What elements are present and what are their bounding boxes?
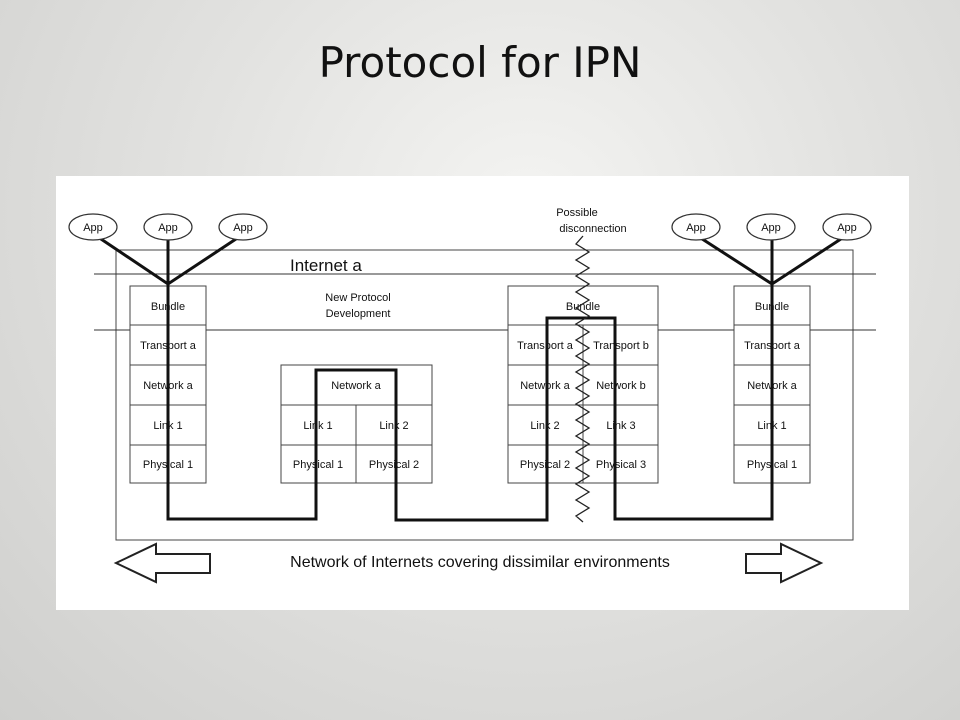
gateway-transport-b-label: Transport b — [593, 340, 649, 352]
page-title: Protocol for IPN — [318, 38, 642, 87]
data-path-line — [166, 284, 774, 522]
router-link1-cell — [280, 404, 357, 446]
app-label-5: App — [761, 222, 781, 234]
app-oval-4 — [671, 213, 721, 241]
app-oval-1 — [68, 213, 118, 241]
disconnection-squiggle — [574, 235, 591, 523]
right-arrow — [745, 542, 824, 584]
left-arrow — [113, 542, 211, 584]
diagram-panel: Internet a New Protocol Development Bund… — [56, 176, 909, 610]
disconnection-label-2: disconnection — [559, 223, 626, 235]
gateway-bundle-label: Bundle — [566, 301, 600, 313]
app-label-6: App — [837, 222, 857, 234]
gateway-network-b-label: Network b — [596, 380, 646, 392]
app-label-1: App — [83, 222, 103, 234]
gateway-network-a-label: Network a — [520, 380, 570, 392]
protocol-diagram: Internet a New Protocol Development Bund… — [68, 207, 876, 584]
gateway-link2-label: Link 2 — [530, 420, 559, 432]
bottom-label: Network of Internets covering dissimilar… — [290, 554, 670, 571]
internet-frame — [115, 249, 854, 541]
router-link2-label: Link 2 — [379, 420, 408, 432]
router-physical1-label: Physical 1 — [293, 459, 343, 471]
gateway-physical3-cell — [582, 444, 659, 484]
gateway-physical3-label: Physical 3 — [596, 459, 646, 471]
app-ovals: App App App App App App — [68, 213, 872, 241]
app-label-2: App — [158, 222, 178, 234]
app-oval-2 — [143, 213, 193, 241]
internet-label: Internet a — [290, 256, 362, 275]
app-oval-6 — [822, 213, 872, 241]
disconnection-label-1: Possible — [556, 207, 598, 219]
gateway-stack: Bundle Transport a Transport b Network a… — [507, 285, 659, 484]
router-physical2-label: Physical 2 — [369, 459, 419, 471]
router-link2-cell — [355, 404, 433, 446]
gateway-transport-b-cell — [582, 324, 659, 366]
gateway-network-b-cell — [582, 364, 659, 406]
router-network-cell — [280, 364, 433, 406]
gateway-link3-label: Link 3 — [606, 420, 635, 432]
app-label-3: App — [233, 222, 253, 234]
router-physical1-cell — [280, 444, 357, 484]
app-oval-5 — [746, 213, 796, 241]
router-link1-label: Link 1 — [303, 420, 332, 432]
router-physical2-cell — [355, 444, 433, 484]
new-protocol-label-2: Development — [326, 308, 391, 320]
app-connectors — [94, 233, 848, 286]
app-oval-3 — [218, 213, 268, 241]
router-stack: Network a Link 1 Link 2 Physical 1 Physi… — [280, 364, 433, 484]
gateway-physical2-label: Physical 2 — [520, 459, 570, 471]
new-protocol-label-1: New Protocol — [325, 292, 390, 304]
app-label-4: App — [686, 222, 706, 234]
gateway-transport-a-label: Transport a — [517, 340, 574, 352]
router-network-label: Network a — [331, 380, 381, 392]
